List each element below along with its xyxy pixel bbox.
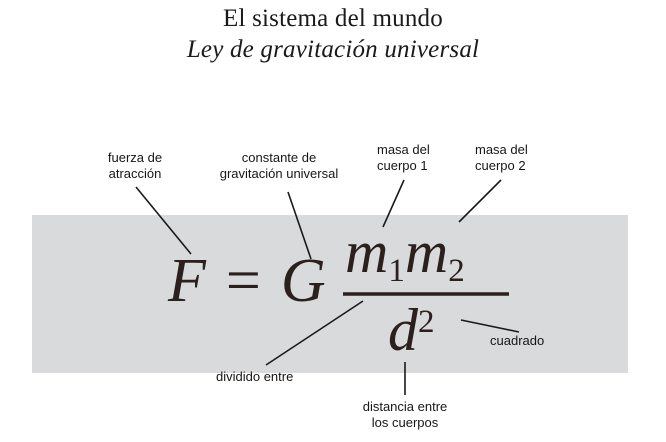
callout-label-mass2: masa del cuerpo 2 (475, 142, 565, 174)
force-symbol: F (168, 247, 206, 315)
callout-label-mass1-line1: masa del (377, 142, 430, 157)
mass1-subscript: 1 (388, 253, 405, 290)
callout-label-mass1-line2: cuerpo 1 (377, 158, 428, 173)
callout-label-mass1: masa del cuerpo 1 (377, 142, 467, 174)
formula-denominator: d2 (388, 300, 435, 360)
callout-label-distance-line1: distancia entre (362, 399, 448, 414)
mass1-symbol: m (345, 219, 389, 285)
callout-label-squared: cuadrado (490, 333, 580, 349)
callout-label-distance-line2: los cuerpos (371, 415, 439, 430)
formula-left-side: F = G (168, 250, 326, 312)
callout-label-force: fuerza de atracción (85, 150, 185, 182)
mass2-symbol: m (404, 219, 449, 285)
formula-numerator: m1m2 (345, 222, 465, 288)
equals-symbol: = (225, 247, 261, 315)
gravitational-constant-symbol: G (280, 247, 326, 315)
callout-label-divided-line1: dividido entre (216, 369, 294, 384)
callout-label-divided: dividido entre (216, 369, 346, 385)
distance-symbol: d (388, 297, 418, 363)
callout-label-constant-line1: constante de (241, 150, 317, 165)
page-subtitle: Ley de gravitación universal (186, 36, 480, 63)
callout-label-mass2-line2: cuerpo 2 (475, 158, 526, 173)
title-block: El sistema del mundo Ley de gravitación … (0, 4, 666, 66)
callout-label-constant: constante de gravitación universal (199, 150, 359, 182)
distance-exponent: 2 (418, 303, 435, 340)
callout-label-force-line2: atracción (108, 166, 162, 181)
callout-label-mass2-line1: masa del (475, 142, 528, 157)
callout-label-squared-line1: cuadrado (490, 333, 545, 348)
mass2-subscript: 2 (448, 253, 465, 290)
formula-highlight-band (32, 215, 628, 373)
callout-label-distance: distancia entre los cuerpos (340, 399, 470, 431)
callout-label-constant-line2: gravitación universal (219, 166, 339, 181)
callout-label-force-line1: fuerza de (107, 150, 163, 165)
page-title: El sistema del mundo (223, 5, 443, 32)
